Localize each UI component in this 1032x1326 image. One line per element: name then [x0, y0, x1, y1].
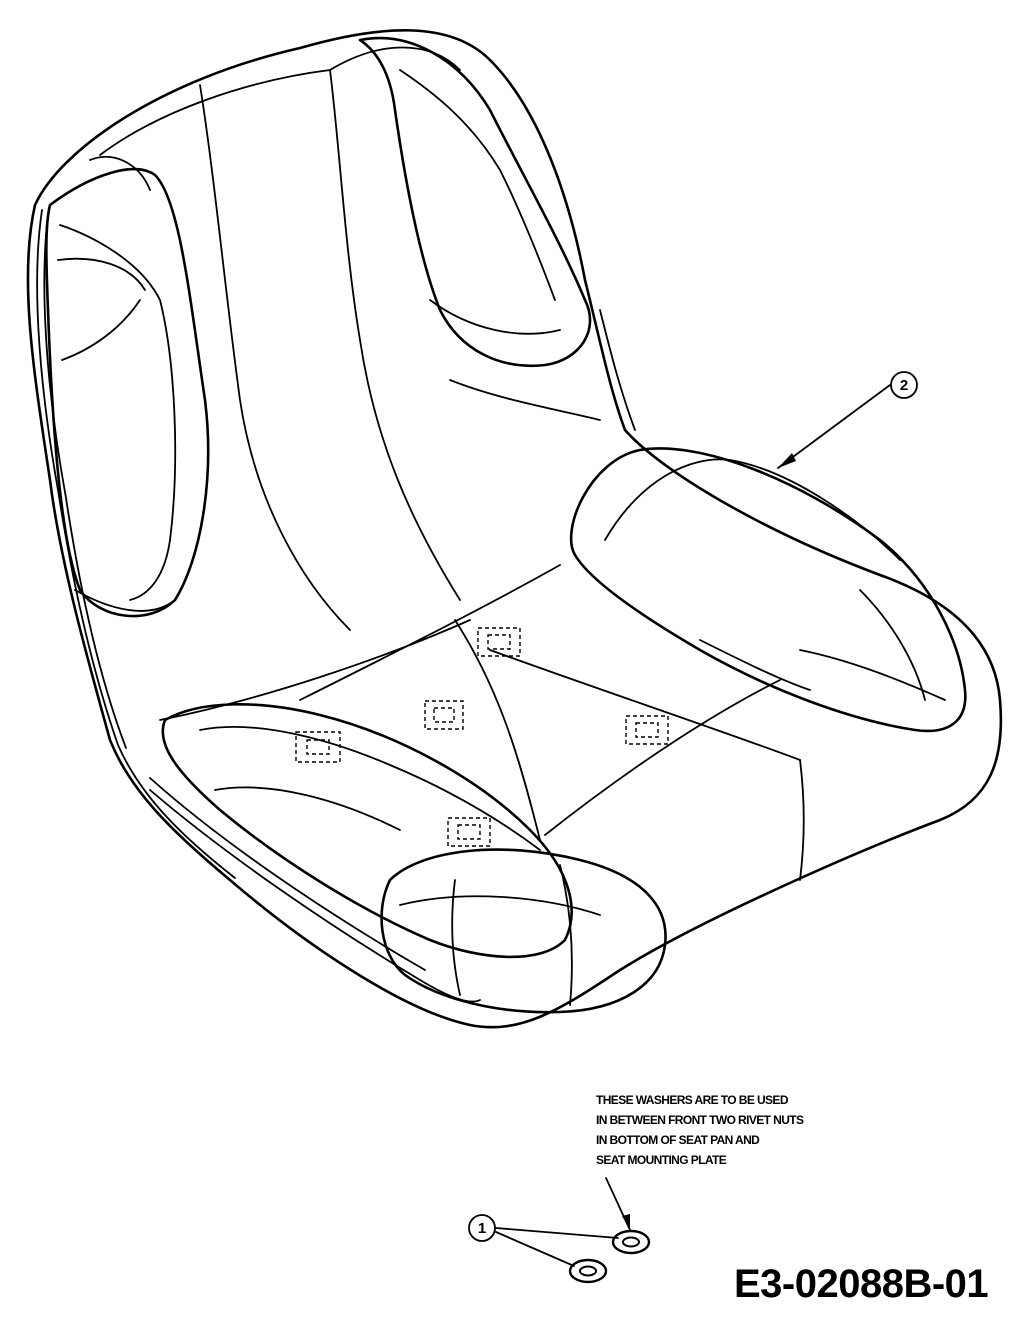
callout-2: 2	[777, 371, 918, 469]
callout-1: 1	[468, 1214, 619, 1267]
washer-2	[568, 1258, 608, 1284]
rivet-nut-1	[477, 627, 521, 657]
note-line-2: IN BETWEEN FRONT TWO RIVET NUTS	[596, 1113, 804, 1127]
callout-1-label: 1	[478, 1220, 486, 1237]
rivet-nut-3	[295, 731, 341, 763]
note-line-3: IN BOTTOM OF SEAT PAN AND	[596, 1133, 760, 1147]
washer-1	[611, 1229, 651, 1255]
note-line-4: SEAT MOUNTING PLATE	[596, 1153, 727, 1167]
rivet-nut-4	[625, 715, 669, 745]
rivet-nut-2	[424, 700, 464, 730]
note-line-1: THESE WASHERS ARE TO BE USED	[596, 1093, 789, 1107]
seat-outline	[26, 29, 1003, 1029]
rivet-nut-5	[447, 817, 491, 847]
washer-note: THESE WASHERS ARE TO BE USED IN BETWEEN …	[596, 1090, 856, 1170]
drawing-number: E3-02088B-01	[734, 1262, 989, 1306]
callout-2-label: 2	[900, 377, 908, 394]
seat-drawing	[26, 29, 1003, 1029]
